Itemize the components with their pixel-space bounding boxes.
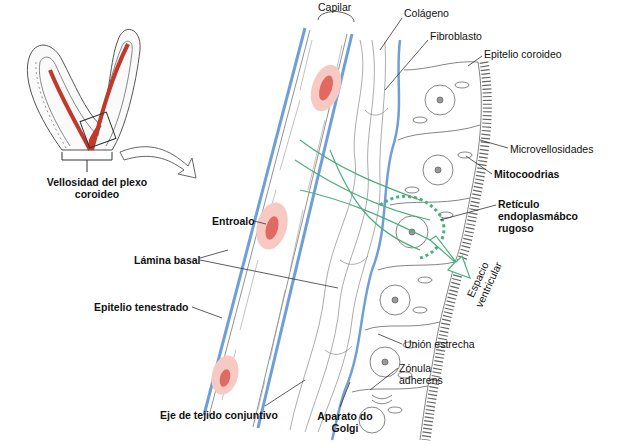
transport-arrows	[295, 140, 470, 278]
epithelium	[352, 62, 481, 440]
connective-tissue	[290, 40, 388, 432]
capillary	[204, 11, 354, 428]
leader-lines	[192, 18, 508, 407]
villus	[27, 29, 196, 178]
mitochondria-label: Mitocoodrias	[494, 168, 559, 180]
basal-lamina-label: Lámina basal	[134, 254, 201, 266]
zonula-label: Zónula adherens	[399, 362, 461, 386]
golgi-label: Aparato do Golgi	[312, 410, 378, 434]
tight-junction-label: Unión estrecha	[404, 338, 475, 350]
epithelium-label: Epitelio coroideo	[484, 48, 562, 60]
ventricle-label: Espacio ventricular	[457, 245, 508, 319]
collagen-label: Colágeno	[404, 7, 449, 19]
core-label: Eje de tejido conjuntivo	[160, 409, 278, 421]
rer-label: Retículo endoplasmábco rugoso	[498, 198, 593, 234]
fibroblast-label: Fibroblasto	[430, 30, 482, 42]
basal-lamina	[332, 40, 400, 440]
fenestrated-label: Epitelio tenestrado	[94, 301, 189, 313]
capillary-label: Capilar	[318, 1, 351, 13]
microvilli-label: Microvellosidades	[510, 143, 593, 155]
villus-label: Vellosidad del plexo coroideo	[38, 176, 156, 200]
erythrocyte-label: Entroalo	[212, 215, 255, 227]
